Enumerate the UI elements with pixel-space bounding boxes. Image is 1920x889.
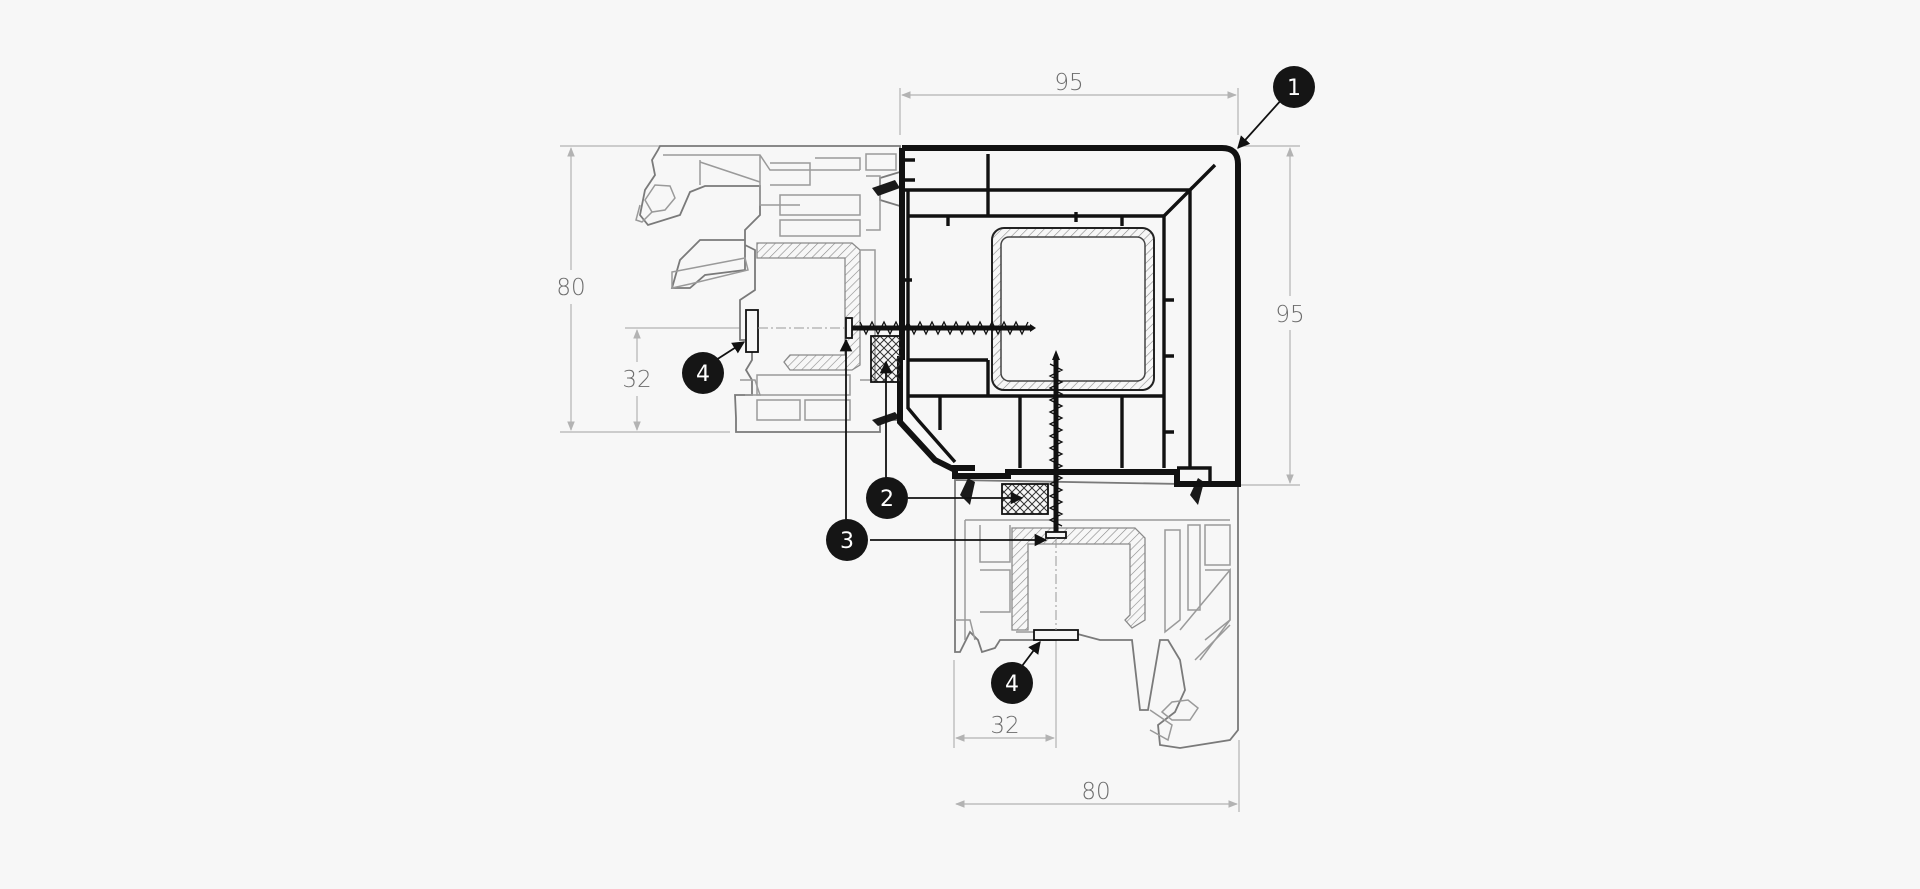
svg-text:4: 4 (696, 362, 710, 387)
cap-bottom (1033, 538, 1079, 641)
dimension-left-32: 32 (618, 327, 740, 431)
dimension-label: 80 (1081, 779, 1110, 805)
dimension-left-80: 80 (552, 145, 730, 433)
leader-4-bottom (1021, 640, 1041, 667)
bottom-frame-profile (954, 478, 1239, 749)
dimension-bottom-80: 80 (955, 740, 1240, 812)
callout-2: 2 (866, 477, 908, 519)
callout-1: 1 (1273, 66, 1315, 108)
dimension-label: 95 (1275, 302, 1304, 328)
callout-3: 3 (826, 519, 868, 561)
dimension-right-95: 95 (1240, 145, 1308, 486)
leader-3 (839, 338, 1048, 547)
sealing-block-bottom (1001, 483, 1049, 515)
svg-text:4: 4 (1005, 672, 1019, 697)
leader-4-left (715, 341, 746, 361)
dimension-label: 80 (556, 275, 585, 301)
left-frame-profile (635, 145, 901, 433)
cap-left (745, 309, 848, 353)
leader-1 (1237, 97, 1284, 149)
dimension-label: 32 (622, 367, 651, 393)
corner-coupler-profile (897, 145, 1241, 487)
callout-4-bottom: 4 (991, 662, 1033, 704)
svg-text:2: 2 (880, 487, 894, 512)
dimension-bottom-32: 32 (953, 640, 1057, 748)
dimension-label: 95 (1054, 70, 1083, 96)
screw-horizontal (845, 317, 1036, 339)
svg-text:3: 3 (840, 529, 854, 554)
callout-4-left: 4 (682, 352, 724, 394)
dimension-label: 32 (990, 713, 1019, 739)
leader-2 (879, 360, 1024, 505)
svg-text:1: 1 (1287, 76, 1301, 101)
dimension-top-95: 95 (899, 70, 1239, 135)
